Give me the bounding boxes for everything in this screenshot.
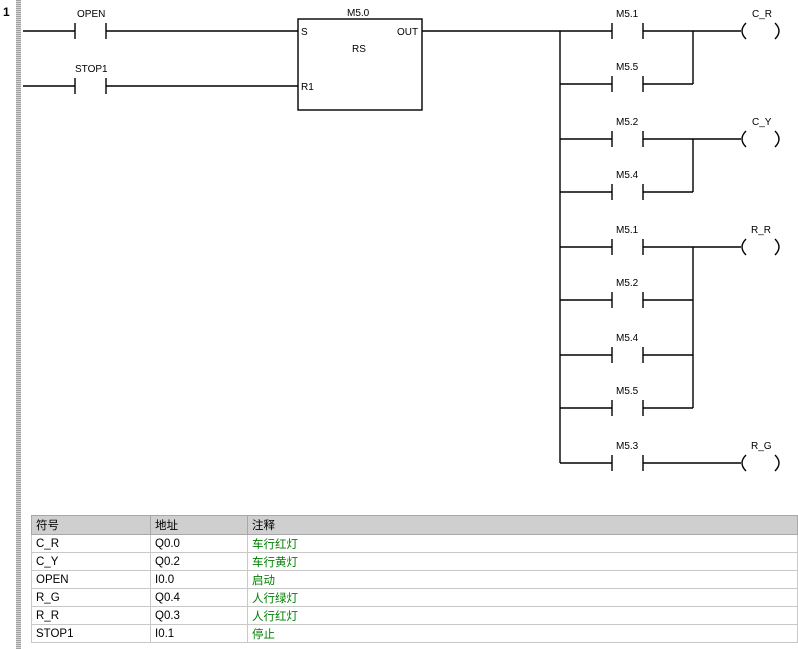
rs-pin-reset: R1 (301, 82, 314, 93)
header-address[interactable]: 地址 (150, 515, 248, 535)
symbol-table-header: 符号 地址 注释 (31, 515, 798, 535)
ladder-network[interactable]: OPEN STOP1 M5.0 RS S R1 OUT M5.1 M5.5 M5… (0, 0, 798, 510)
symbol-cell[interactable]: C_Y (31, 552, 151, 571)
address-cell[interactable]: Q0.4 (150, 588, 248, 607)
address-cell[interactable]: I0.1 (150, 624, 248, 643)
address-cell[interactable]: Q0.3 (150, 606, 248, 625)
address-cell[interactable]: Q0.2 (150, 552, 248, 571)
symbol-cell[interactable]: STOP1 (31, 624, 151, 643)
branch-contact-label: M5.1 (616, 9, 639, 20)
header-comment[interactable]: 注释 (247, 515, 798, 535)
branch-contact-label: M5.4 (616, 333, 639, 344)
branch-contact-label: M5.5 (616, 62, 639, 73)
branch-contact-label: M5.4 (616, 170, 639, 181)
coil-c-y (741, 130, 747, 148)
table-row[interactable]: R_R Q0.3 人行红灯 (31, 606, 798, 625)
comment-cell[interactable]: 停止 (247, 624, 798, 643)
table-row[interactable]: C_R Q0.0 车行红灯 (31, 534, 798, 553)
network-gutter: 1 (0, 0, 21, 649)
branch-contact-label: M5.3 (616, 441, 639, 452)
comment-cell[interactable]: 人行红灯 (247, 606, 798, 625)
coil-label-r-g: R_G (751, 441, 772, 452)
symbol-cell[interactable]: R_G (31, 588, 151, 607)
address-cell[interactable]: Q0.0 (150, 534, 248, 553)
coil-r-g (741, 454, 747, 472)
table-row[interactable]: OPEN I0.0 启动 (31, 570, 798, 589)
contact-open-label: OPEN (77, 9, 105, 20)
header-symbol[interactable]: 符号 (31, 515, 151, 535)
rs-pin-set: S (301, 27, 308, 38)
table-row[interactable]: C_Y Q0.2 车行黄灯 (31, 552, 798, 571)
symbol-cell[interactable]: R_R (31, 606, 151, 625)
table-row[interactable]: STOP1 I0.1 停止 (31, 624, 798, 643)
contact-stop1-label: STOP1 (75, 64, 108, 75)
comment-cell[interactable]: 人行绿灯 (247, 588, 798, 607)
rs-block-type: RS (352, 44, 366, 55)
branch-contact-label: M5.5 (616, 386, 639, 397)
coil-c-r (741, 22, 747, 40)
comment-cell[interactable]: 车行黄灯 (247, 552, 798, 571)
coil-r-r (741, 238, 747, 256)
table-row[interactable]: R_G Q0.4 人行绿灯 (31, 588, 798, 607)
symbol-cell[interactable]: OPEN (31, 570, 151, 589)
rs-pin-out: OUT (397, 27, 418, 38)
coil-label-r-r: R_R (751, 225, 771, 236)
address-cell[interactable]: I0.0 (150, 570, 248, 589)
branch-contact-label: M5.2 (616, 278, 639, 289)
branch-contact-label: M5.1 (616, 225, 639, 236)
network-number[interactable]: 1 (3, 5, 10, 19)
coil-label-c-y: C_Y (752, 117, 772, 128)
coil-label-c-r: C_R (752, 9, 772, 20)
rs-block-address: M5.0 (347, 8, 370, 19)
comment-cell[interactable]: 启动 (247, 570, 798, 589)
comment-cell[interactable]: 车行红灯 (247, 534, 798, 553)
power-rail (16, 0, 21, 649)
symbol-table: 符号 地址 注释 C_R Q0.0 车行红灯 C_Y Q0.2 车行黄灯 OPE… (31, 515, 798, 643)
symbol-cell[interactable]: C_R (31, 534, 151, 553)
branch-contact-label: M5.2 (616, 117, 639, 128)
